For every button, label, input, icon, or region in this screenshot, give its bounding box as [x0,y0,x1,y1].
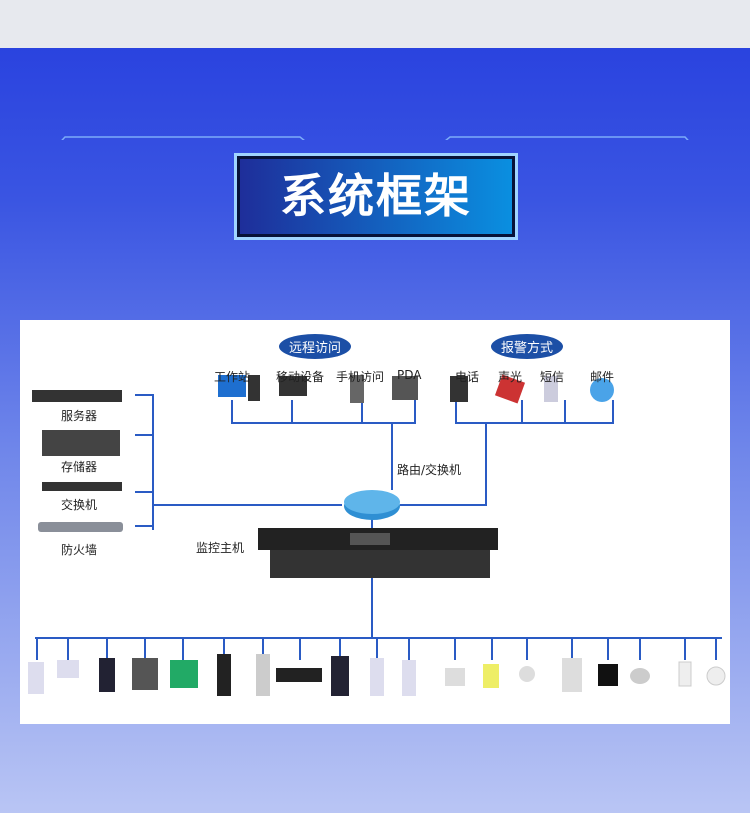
label-sound-light: 声光 [498,370,523,384]
label-router: 路由/交换机 [397,463,462,477]
endpoint-devices [218,374,614,404]
label-email: 邮件 [590,370,615,384]
label-monitoring-host: 监控主机 [196,541,245,555]
circuit-decoration [61,136,689,140]
connection-lines [28,374,726,696]
label-workstation: 工作站 [214,370,251,384]
label-telephone: 电话 [455,370,480,384]
left-devices [32,390,123,532]
router-icon [344,490,400,520]
label-firewall: 防火墙 [61,543,98,557]
label-server: 服务器 [61,409,98,423]
label-switch: 交换机 [61,498,98,512]
group-alarm-methods: 报警方式 [491,334,564,359]
label-pda: PDA [397,368,422,382]
group-remote-access: 远程访问 [279,334,352,359]
label-storage: 存储器 [61,460,98,474]
page-title: 系统框架 [240,159,512,234]
title-box: 系统框架 [234,153,518,240]
label-phone-access: 手机访问 [336,370,385,384]
diagram-panel: 远程访问 报警方式 工作站 移动设备 手机访问 PDA 电话 声光 短信 邮件 … [20,320,730,724]
label-sms: 短信 [540,370,565,384]
monitoring-host-icon [258,528,498,578]
field-devices [28,654,726,696]
label-mobile-device: 移动设备 [276,370,325,384]
top-band [0,0,750,48]
